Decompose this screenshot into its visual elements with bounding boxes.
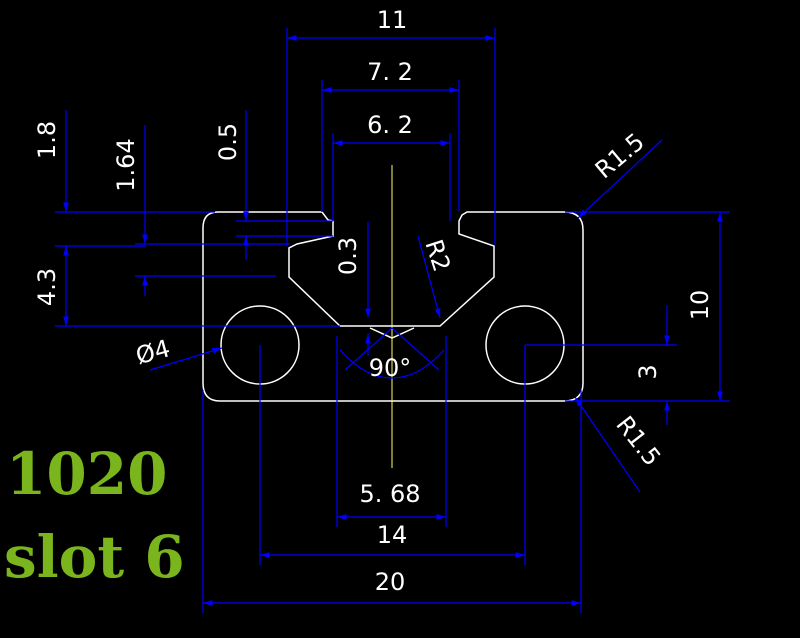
dim-14: 14	[377, 521, 408, 549]
dim-width-11: 11	[377, 6, 408, 34]
dim-angle: 90°	[369, 354, 412, 382]
dim-r1-5-bottom: R1.5	[610, 411, 666, 471]
dimension-lines	[55, 28, 730, 613]
dim-4-3: 4.3	[33, 268, 61, 306]
dim-r1-5-top: R1.5	[590, 128, 650, 185]
dim-0-3: 0.3	[334, 237, 362, 275]
dim-width-6-2: 6. 2	[367, 111, 413, 139]
dim-hole-3: 3	[634, 364, 662, 379]
profile-outline	[202, 211, 584, 402]
title-line-2: slot 6	[4, 523, 185, 591]
dim-height-10: 10	[686, 290, 714, 321]
title-line-1: 1020	[6, 440, 167, 508]
dim-0-5: 0.5	[214, 123, 242, 161]
dim-r2: R2	[419, 236, 456, 275]
dim-20: 20	[375, 568, 406, 596]
dim-1-8: 1.8	[33, 121, 61, 159]
dim-5-68: 5. 68	[359, 480, 420, 508]
dim-width-7-2: 7. 2	[367, 58, 413, 86]
dim-1-64: 1.64	[112, 138, 140, 191]
